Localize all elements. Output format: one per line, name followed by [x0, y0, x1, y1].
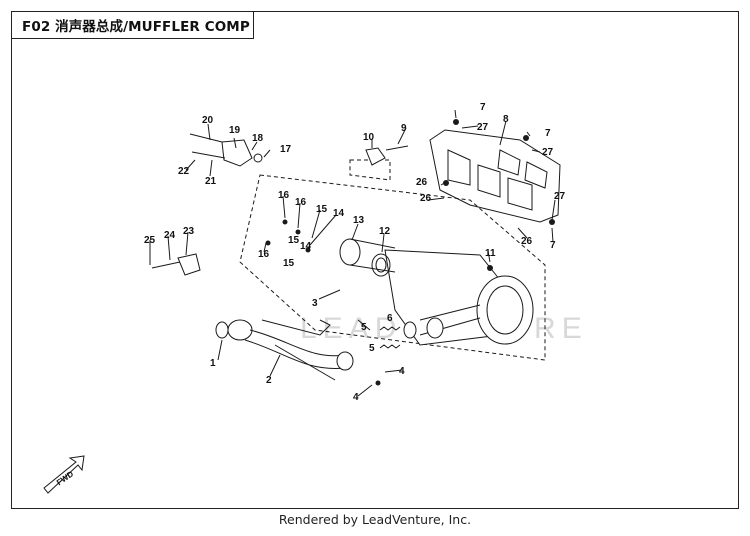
callout-label: 20	[202, 115, 214, 126]
callout-label: 10	[363, 132, 375, 143]
title-box: F02 消声器总成/MUFFLER COMP	[11, 11, 254, 39]
callout-label: 11	[485, 248, 496, 259]
inlet-pipe-part	[339, 238, 396, 277]
callout-label: 27	[477, 122, 489, 133]
fwd-arrow-icon	[43, 455, 85, 494]
callout-label: 26	[416, 177, 428, 188]
callout-label: 6	[387, 313, 393, 324]
callout-label: 12	[379, 226, 391, 237]
callout-label: 23	[183, 226, 195, 237]
callout-label: 22	[178, 166, 190, 177]
callout-label: 27	[554, 191, 566, 202]
callout-label: 14	[300, 241, 312, 252]
callout-label: 26	[420, 193, 432, 204]
callout-label: 14	[333, 208, 345, 219]
callout-label: 4	[353, 392, 359, 403]
callout-label: 26	[521, 236, 533, 247]
callout-label: 18	[252, 133, 264, 144]
callout-label: 25	[144, 235, 156, 246]
callout-label: 17	[280, 144, 292, 155]
callout-label: 7	[480, 102, 486, 113]
fwd-label: FWD	[55, 469, 75, 487]
heat-shield-part	[429, 129, 561, 223]
callout-label: 16	[278, 190, 290, 201]
callout-label: 2	[266, 375, 272, 386]
callout-label: 16	[258, 249, 270, 260]
callout-label: 5	[361, 322, 367, 333]
callout-label: 24	[164, 230, 176, 241]
callout-label: 3	[312, 298, 318, 309]
callout-label: 15	[316, 204, 328, 215]
callout-label: 27	[542, 147, 554, 158]
callout-label: 21	[205, 176, 217, 187]
callout-labels: 1 2 3 4 4 5 5 6 7 7 7 8 9 10 11 12 13 14…	[144, 102, 566, 403]
callout-label: 4	[399, 366, 405, 377]
callout-label: 15	[283, 258, 295, 269]
diagram-title: F02 消声器总成/MUFFLER COMP	[22, 19, 250, 35]
callout-label: 9	[401, 123, 407, 134]
callout-label: 5	[369, 343, 375, 354]
callout-label: 19	[229, 125, 241, 136]
callout-label: 15	[288, 235, 300, 246]
footer-credit: Rendered by LeadVenture, Inc.	[278, 512, 472, 527]
callout-label: 7	[550, 240, 556, 251]
muffler-body-part	[384, 249, 534, 346]
callout-label: 1	[210, 358, 216, 369]
callout-label: 16	[295, 197, 307, 208]
callout-label: 13	[353, 215, 365, 226]
callout-label: 7	[545, 128, 551, 139]
callout-label: 8	[503, 114, 509, 125]
